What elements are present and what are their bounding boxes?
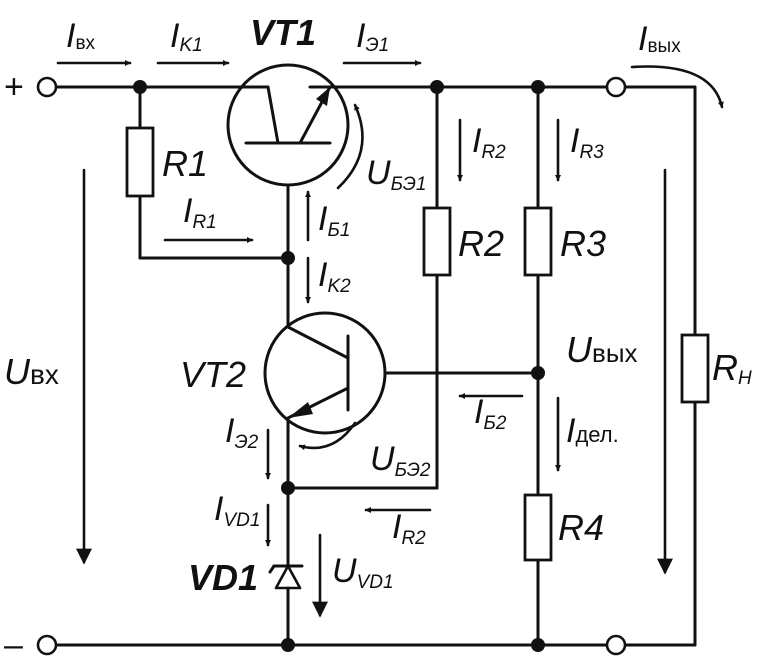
label-u-be1: UБЭ1: [366, 154, 426, 195]
minus-sign: –: [4, 626, 23, 659]
label-r4: R4: [558, 507, 604, 548]
label-i-r3: IR3: [570, 122, 604, 163]
label-i-div: Iдел.: [566, 412, 619, 450]
label-u-out: Uвых: [566, 329, 638, 370]
label-i-out: Iвых: [638, 20, 681, 58]
resistor-r2: [422, 206, 452, 277]
label-i-r1: IR1: [183, 192, 217, 233]
label-i-b2: IБ2: [474, 393, 507, 434]
label-vt1: VT1: [250, 12, 316, 53]
label-i-in: Iвх: [66, 17, 96, 55]
label-i-e1: IЭ1: [356, 17, 389, 56]
terminal-plus-in: [36, 76, 58, 98]
label-i-k2: IK2: [318, 256, 351, 297]
label-r1: R1: [162, 143, 208, 184]
terminal-minus-in: [36, 634, 58, 656]
label-r3: R3: [560, 223, 606, 264]
transistor-vt2: [263, 311, 387, 435]
resistor-r1: [125, 126, 155, 198]
label-i-r2-top: IR2: [472, 122, 506, 163]
label-u-vd1: UVD1: [332, 552, 394, 593]
label-u-be2: UБЭ2: [370, 440, 431, 481]
resistor-r4: [523, 493, 553, 562]
transistor-vt1: [226, 63, 350, 187]
resistor-r3: [523, 206, 553, 277]
terminal-plus-out: [605, 76, 627, 98]
label-rn: RH: [712, 347, 752, 389]
labels: Iвх IK1 VT1 IЭ1 Iвых R1 IR2 IR3 UБЭ1 IR1…: [4, 12, 752, 598]
arrows: [56, 60, 724, 618]
label-i-r2-bottom: IR2: [392, 508, 426, 549]
label-i-vd1: IVD1: [214, 490, 260, 531]
zener-diode-vd1: [268, 548, 304, 604]
terminal-minus-out: [605, 634, 627, 656]
label-u-in: Uвх: [4, 351, 59, 392]
label-i-k1: IK1: [170, 17, 203, 56]
junction-dots: [133, 80, 545, 652]
plus-sign: +: [4, 68, 24, 106]
label-vd1: VD1: [188, 557, 258, 598]
label-i-b1: IБ1: [318, 200, 350, 241]
label-i-e2: IЭ2: [225, 412, 259, 453]
label-vt2: VT2: [180, 354, 246, 395]
label-r2: R2: [458, 223, 504, 264]
resistor-rn: [680, 333, 710, 404]
